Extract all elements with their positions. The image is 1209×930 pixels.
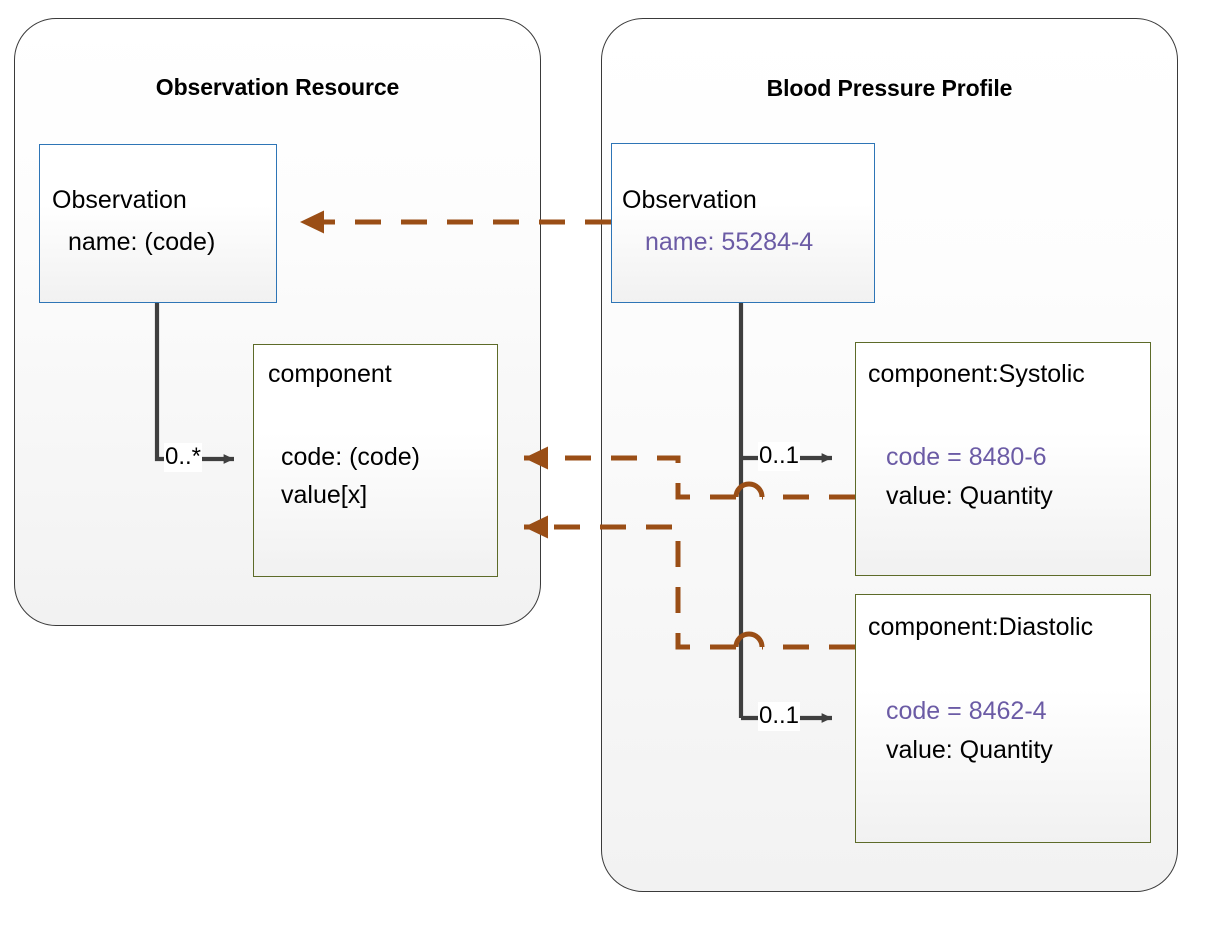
class-attr-component-base-code: code: (code)	[281, 443, 420, 471]
multiplicity-profile-to-systolic: 0..1	[758, 442, 801, 471]
class-attr-component-base-value: value[x]	[281, 481, 368, 509]
class-attr-component-diastolic-code: code = 8462-4	[886, 697, 1047, 725]
class-title-component-diastolic: component:Diastolic	[868, 613, 1094, 641]
class-attr-component-diastolic-value: value: Quantity	[886, 736, 1053, 764]
class-title-component-systolic: component:Systolic	[868, 360, 1085, 388]
package-title-blood-pressure-profile: Blood Pressure Profile	[766, 75, 1013, 101]
class-box-observation-base[interactable]	[39, 144, 277, 303]
class-attr-component-systolic-value: value: Quantity	[886, 482, 1053, 510]
class-attr-observation-base-name: name: (code)	[68, 228, 216, 256]
class-attr-component-systolic-code: code = 8480-6	[886, 443, 1047, 471]
class-title-component-base: component	[268, 360, 392, 388]
class-box-observation-profile[interactable]	[611, 143, 875, 303]
class-title-observation-base: Observation	[52, 186, 187, 214]
class-title-observation-profile: Observation	[622, 186, 757, 214]
package-title-observation-resource: Observation Resource	[155, 74, 400, 100]
class-box-component-base[interactable]	[253, 344, 498, 577]
class-attr-observation-profile-name: name: 55284-4	[645, 228, 814, 256]
multiplicity-profile-to-diastolic: 0..1	[758, 702, 801, 731]
class-box-component-systolic[interactable]	[855, 342, 1151, 576]
multiplicity-observation-to-component: 0..*	[164, 443, 203, 472]
class-box-component-diastolic[interactable]	[855, 594, 1151, 843]
